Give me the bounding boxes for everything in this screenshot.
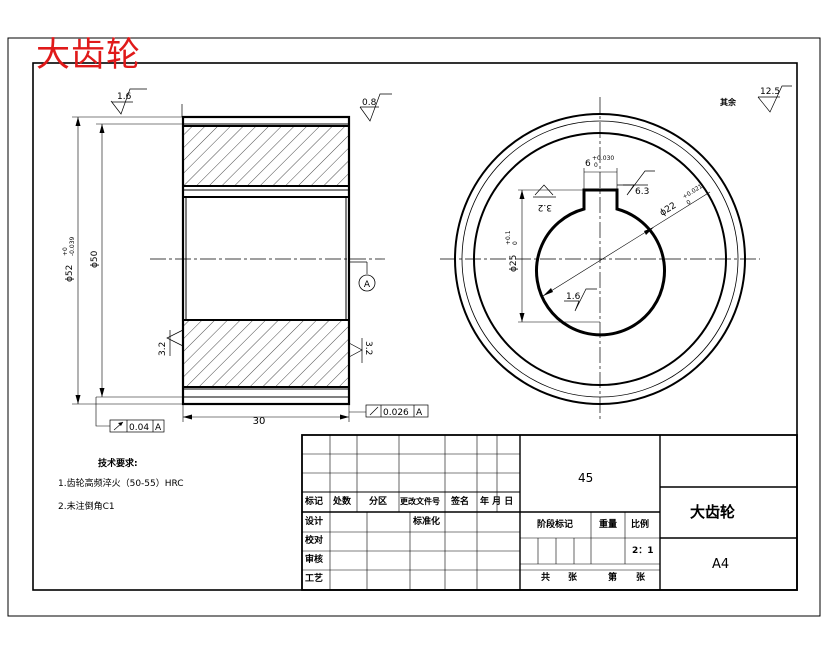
arrow [519, 190, 525, 199]
tech-req-item: 2.未注倒角C1 [58, 502, 115, 512]
inner-dia-label: ϕ50 [90, 250, 100, 268]
svg-text:6.3: 6.3 [635, 187, 649, 197]
tech-req-heading: 技术要求: [98, 459, 138, 469]
tb-part-name: 大齿轮 [690, 503, 736, 521]
tb-scale: 比例 [631, 520, 650, 530]
tb-stage-mark: 阶段标记 [537, 520, 574, 530]
key-depth-label: ϕ25 [509, 255, 519, 272]
other-roughness-note: 其余 12.5 [720, 85, 792, 113]
svg-text:3.2: 3.2 [538, 202, 552, 212]
svg-text:0.026: 0.026 [383, 408, 409, 418]
tb-check: 校对 [305, 536, 324, 546]
roughness-symbol: 1.6 [110, 88, 147, 115]
keyway-tol-upper: +0.030 [592, 155, 614, 162]
tb-sign: 签名 [451, 497, 470, 507]
gear-outline [181, 115, 351, 406]
roughness-symbol: 3.2 [533, 184, 556, 212]
datum-symbol: A [349, 261, 376, 292]
arrow [543, 288, 553, 296]
section-view: ϕ52 +0 -0.039 ϕ50 30 1.6 0.8 3.2 3.2 [62, 88, 429, 433]
tb-paper-size: A4 [712, 557, 730, 572]
bore-dia-label: ϕ22 [658, 201, 678, 219]
tb-mark: 标记 [305, 497, 324, 507]
tb-design: 设计 [305, 517, 324, 527]
arrow [75, 117, 81, 126]
roughness-symbol: 3.2 [158, 329, 184, 356]
outer-dia-label: ϕ52 [65, 265, 75, 282]
svg-text:12.5: 12.5 [760, 87, 780, 97]
tb-material: 45 [578, 471, 594, 485]
svg-text:1.6: 1.6 [566, 292, 581, 302]
arrow [340, 414, 349, 420]
svg-text:A: A [416, 408, 423, 418]
keyway-tol-lower: 0 [594, 162, 598, 169]
tb-review: 审核 [305, 555, 324, 565]
arrow [75, 395, 81, 404]
key-depth-tol-lower: 0 [512, 241, 519, 245]
roughness-symbol: 6.3 [617, 170, 655, 197]
title-block [301, 434, 798, 591]
drawing-title: 大齿轮 [36, 35, 141, 75]
tb-sheet2: 张 [636, 573, 646, 583]
tb-change-doc: 更改文件号 [400, 497, 440, 506]
arrow [644, 227, 654, 235]
hatched-section-top [182, 125, 350, 187]
tb-zone: 分区 [369, 497, 388, 507]
svg-text:0.04: 0.04 [129, 423, 149, 433]
hatched-section-bottom [182, 319, 350, 388]
inner-frame [32, 62, 798, 591]
tb-scale-value: 2：1 [632, 546, 654, 556]
svg-text:其余: 其余 [720, 97, 737, 107]
runout-tolerance-right: 0.026 A [349, 404, 429, 418]
svg-text:0.8: 0.8 [362, 98, 377, 108]
bore-with-keyway [535, 188, 666, 337]
svg-text:A: A [155, 423, 162, 433]
svg-text:3.2: 3.2 [158, 342, 168, 356]
arrow [99, 124, 105, 133]
arrow [519, 313, 525, 322]
roughness-symbol: 1.6 [564, 288, 597, 312]
tb-process: 工艺 [305, 574, 324, 584]
arrow [99, 388, 105, 397]
svg-text:1.6: 1.6 [117, 92, 132, 102]
tb-total: 共 [541, 573, 551, 583]
bore-tol-lower: 0 [685, 199, 692, 207]
key-depth-tol-upper: +0.1 [505, 230, 512, 245]
width-label: 30 [253, 416, 266, 427]
runout-tolerance-left: 0.04 A [95, 397, 165, 433]
tb-count: 处数 [333, 497, 352, 507]
keyway-width-label: 6 [585, 159, 591, 169]
tb-date: 年 月 日 [480, 497, 514, 507]
arrow [183, 414, 192, 420]
svg-text:A: A [364, 280, 371, 290]
roughness-symbol: 0.8 [359, 93, 392, 122]
outer-dia-tol-lower: -0.039 [69, 236, 76, 256]
tb-weight: 重量 [599, 520, 618, 530]
roughness-symbol: 3.2 [348, 338, 373, 363]
tb-page: 第 [608, 573, 618, 583]
dim-line-bore [542, 191, 711, 297]
tech-req-item: 1.齿轮高频淬火（50-55）HRC [58, 479, 184, 489]
outer-dia-tol-upper: +0 [62, 247, 69, 256]
svg-text:3.2: 3.2 [363, 341, 373, 355]
outer-border [7, 37, 821, 617]
tb-sheets: 张 [568, 573, 578, 583]
front-view: 6 +0.030 0 ϕ25 +0.1 0 ϕ22 +0.021 0 6.3 3… [440, 97, 760, 420]
tb-standardize: 标准化 [413, 517, 441, 527]
